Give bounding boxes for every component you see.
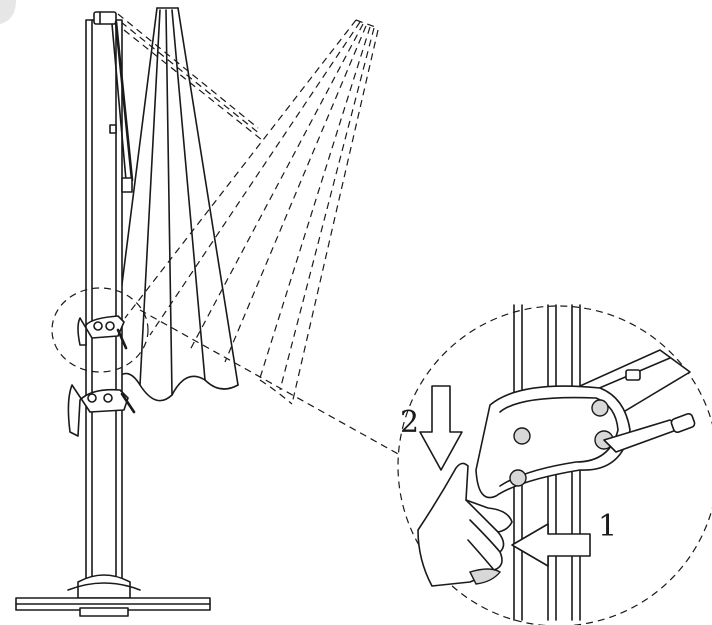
umbrella-base xyxy=(15,574,211,617)
detail-callout-line xyxy=(139,309,401,456)
closed-canopy xyxy=(111,7,239,402)
step-label-1: 1 xyxy=(598,509,617,544)
detail-magnified-view xyxy=(397,304,712,625)
step1-left-arrow xyxy=(511,523,591,567)
pole-bracket-upper xyxy=(77,315,128,350)
tilted-canopy-outline xyxy=(117,13,379,405)
corner-badge xyxy=(0,0,16,24)
top-crank-arm xyxy=(109,20,134,193)
umbrella-pole xyxy=(85,11,123,591)
pole-bracket-lower xyxy=(67,384,136,437)
detail-marker-circle xyxy=(51,287,149,373)
step2-down-arrow xyxy=(419,385,463,471)
step-label-2: 2 xyxy=(400,405,419,440)
